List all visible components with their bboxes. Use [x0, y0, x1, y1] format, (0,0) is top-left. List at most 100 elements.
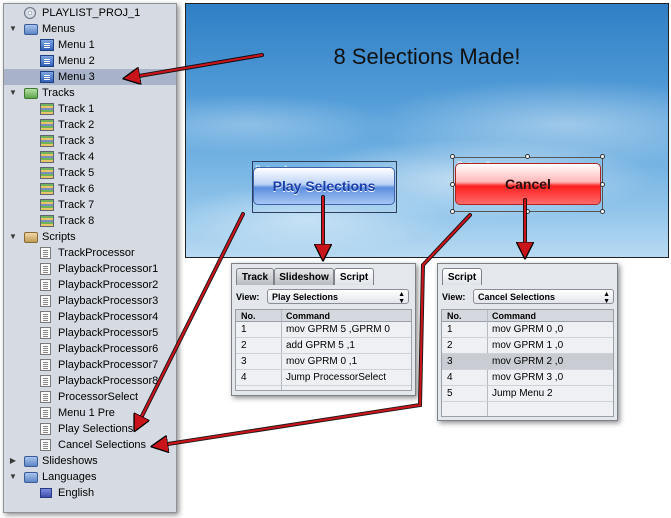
tree-item-scripts[interactable]: ▼Scripts — [4, 229, 176, 245]
tree-item-track3[interactable]: Track 3 — [4, 133, 176, 149]
tree-item-label: PLAYLIST_PROJ_1 — [42, 7, 141, 19]
tree-item-s_m1[interactable]: Menu 1 Pre — [4, 405, 176, 421]
track-icon — [40, 135, 54, 147]
tree-item-track5[interactable]: Track 5 — [4, 165, 176, 181]
column-header-command[interactable]: Command — [492, 311, 537, 321]
resize-handle[interactable] — [600, 182, 605, 187]
tree-item-track8[interactable]: Track 8 — [4, 213, 176, 229]
tree-item-label: Play Selections — [58, 423, 134, 435]
menu-preview-canvas[interactable]: 8 Selections Made! Button 1 Play Selecti… — [185, 3, 669, 258]
tree-item-s_pp4[interactable]: PlaybackProcessor4 — [4, 309, 176, 325]
track-icon — [40, 199, 54, 211]
tree-item-menu2[interactable]: Menu 2 — [4, 53, 176, 69]
tree-item-label: PlaybackProcessor6 — [58, 343, 159, 355]
tree-item-track2[interactable]: Track 2 — [4, 117, 176, 133]
tree-item-s_pp6[interactable]: PlaybackProcessor6 — [4, 341, 176, 357]
tree-item-label: TrackProcessor — [58, 247, 135, 259]
resize-handle[interactable] — [450, 154, 455, 159]
tree-item-tracks[interactable]: ▼Tracks — [4, 85, 176, 101]
disclosure-open-icon[interactable]: ▼ — [9, 472, 17, 481]
updown-arrows-icon: ▲▼ — [603, 291, 610, 305]
tree-item-s_pp7[interactable]: PlaybackProcessor7 — [4, 357, 176, 373]
play-selections-button-area[interactable]: Button 1 Play Selections — [252, 161, 397, 213]
tree-item-english[interactable]: English — [4, 485, 176, 501]
disclosure-open-icon[interactable]: ▼ — [9, 24, 17, 33]
menu-icon — [40, 71, 54, 83]
green-folder-icon — [24, 88, 38, 99]
tree-item-languages[interactable]: ▼ Languages — [4, 469, 176, 485]
resize-handle[interactable] — [450, 182, 455, 187]
tree-item-label: Languages — [42, 471, 97, 483]
script-icon — [40, 311, 51, 323]
tree-item-track6[interactable]: Track 6 — [4, 181, 176, 197]
tree-item-s_pp8[interactable]: PlaybackProcessor8 — [4, 373, 176, 389]
tree-item-track4[interactable]: Track 4 — [4, 149, 176, 165]
cancel-button[interactable]: Cancel — [455, 163, 601, 205]
tree-item-s_play[interactable]: Play Selections — [4, 421, 176, 437]
tree-item-menu1[interactable]: Menu 1 — [4, 37, 176, 53]
column-header-no[interactable]: No. — [241, 311, 256, 321]
resize-handle[interactable] — [525, 154, 530, 159]
table-header: No. Command — [442, 310, 613, 322]
tab-script[interactable]: Script — [442, 268, 482, 285]
tree-item-s_ps[interactable]: ProcessorSelect — [4, 389, 176, 405]
disclosure-open-icon[interactable]: ▼ — [9, 232, 17, 241]
tan-folder-icon — [24, 232, 38, 243]
row-command: mov GPRM 5 ,GPRM 0 — [286, 324, 390, 335]
tree-item-label: ProcessorSelect — [58, 391, 139, 403]
tree-item-s_cancel[interactable]: Cancel Selections — [4, 437, 176, 453]
tree-item-s_pp2[interactable]: PlaybackProcessor2 — [4, 277, 176, 293]
tree-item-label: Track 4 — [58, 151, 95, 163]
resize-handle[interactable] — [525, 209, 530, 214]
disc-icon — [24, 7, 36, 19]
tree-item-s_pp1[interactable]: PlaybackProcessor1 — [4, 261, 176, 277]
canvas-title: 8 Selections Made! — [333, 44, 521, 69]
resize-handle[interactable] — [600, 209, 605, 214]
tree-item-track7[interactable]: Track 7 — [4, 197, 176, 213]
resize-handle[interactable] — [600, 154, 605, 159]
tree-item-slideshows[interactable]: ▶Slideshows — [4, 453, 176, 469]
play-selections-button[interactable]: Play Selections — [253, 167, 395, 205]
tree-item-label: PlaybackProcessor4 — [58, 311, 159, 323]
view-select[interactable]: Play Selections ▲▼ — [267, 289, 409, 305]
column-header-no[interactable]: No. — [447, 311, 462, 321]
tree-item-label: Menus — [42, 23, 76, 35]
row-number: 2 — [241, 340, 247, 351]
tree-item-label: PlaybackProcessor8 — [58, 375, 159, 387]
tree-item-s_pp3[interactable]: PlaybackProcessor3 — [4, 293, 176, 309]
track-icon — [40, 151, 54, 163]
tree-item-s_tp[interactable]: TrackProcessor — [4, 245, 176, 261]
cancel-button-area[interactable]: Button 2 Cancel — [450, 154, 605, 214]
tree-item-proj[interactable]: PLAYLIST_PROJ_1 — [4, 5, 176, 21]
tab-script[interactable]: Script — [334, 268, 374, 285]
script-icon — [40, 247, 51, 259]
disclosure-open-icon[interactable]: ▼ — [9, 88, 17, 97]
script-icon — [40, 343, 51, 355]
tree-item-menus[interactable]: ▼ Menus — [4, 21, 176, 37]
view-select[interactable]: Cancel Selections ▲▼ — [473, 289, 614, 305]
row-command: mov GPRM 2 ,0 — [492, 356, 564, 367]
tree-item-s_pp5[interactable]: PlaybackProcessor5 — [4, 325, 176, 341]
tab-track[interactable]: Track — [236, 268, 274, 285]
tree-item-menu3[interactable]: Menu 3 — [4, 69, 176, 85]
disclosure-closed-icon[interactable]: ▶ — [9, 456, 17, 465]
script-icon — [40, 439, 51, 451]
row-number: 5 — [447, 388, 453, 399]
tree-item-label: PlaybackProcessor5 — [58, 327, 159, 339]
tab-slideshow[interactable]: Slideshow — [274, 268, 334, 285]
folder-icon — [24, 456, 38, 467]
column-header-command[interactable]: Command — [286, 311, 331, 321]
tree-item-track1[interactable]: Track 1 — [4, 101, 176, 117]
resize-handle[interactable] — [450, 209, 455, 214]
